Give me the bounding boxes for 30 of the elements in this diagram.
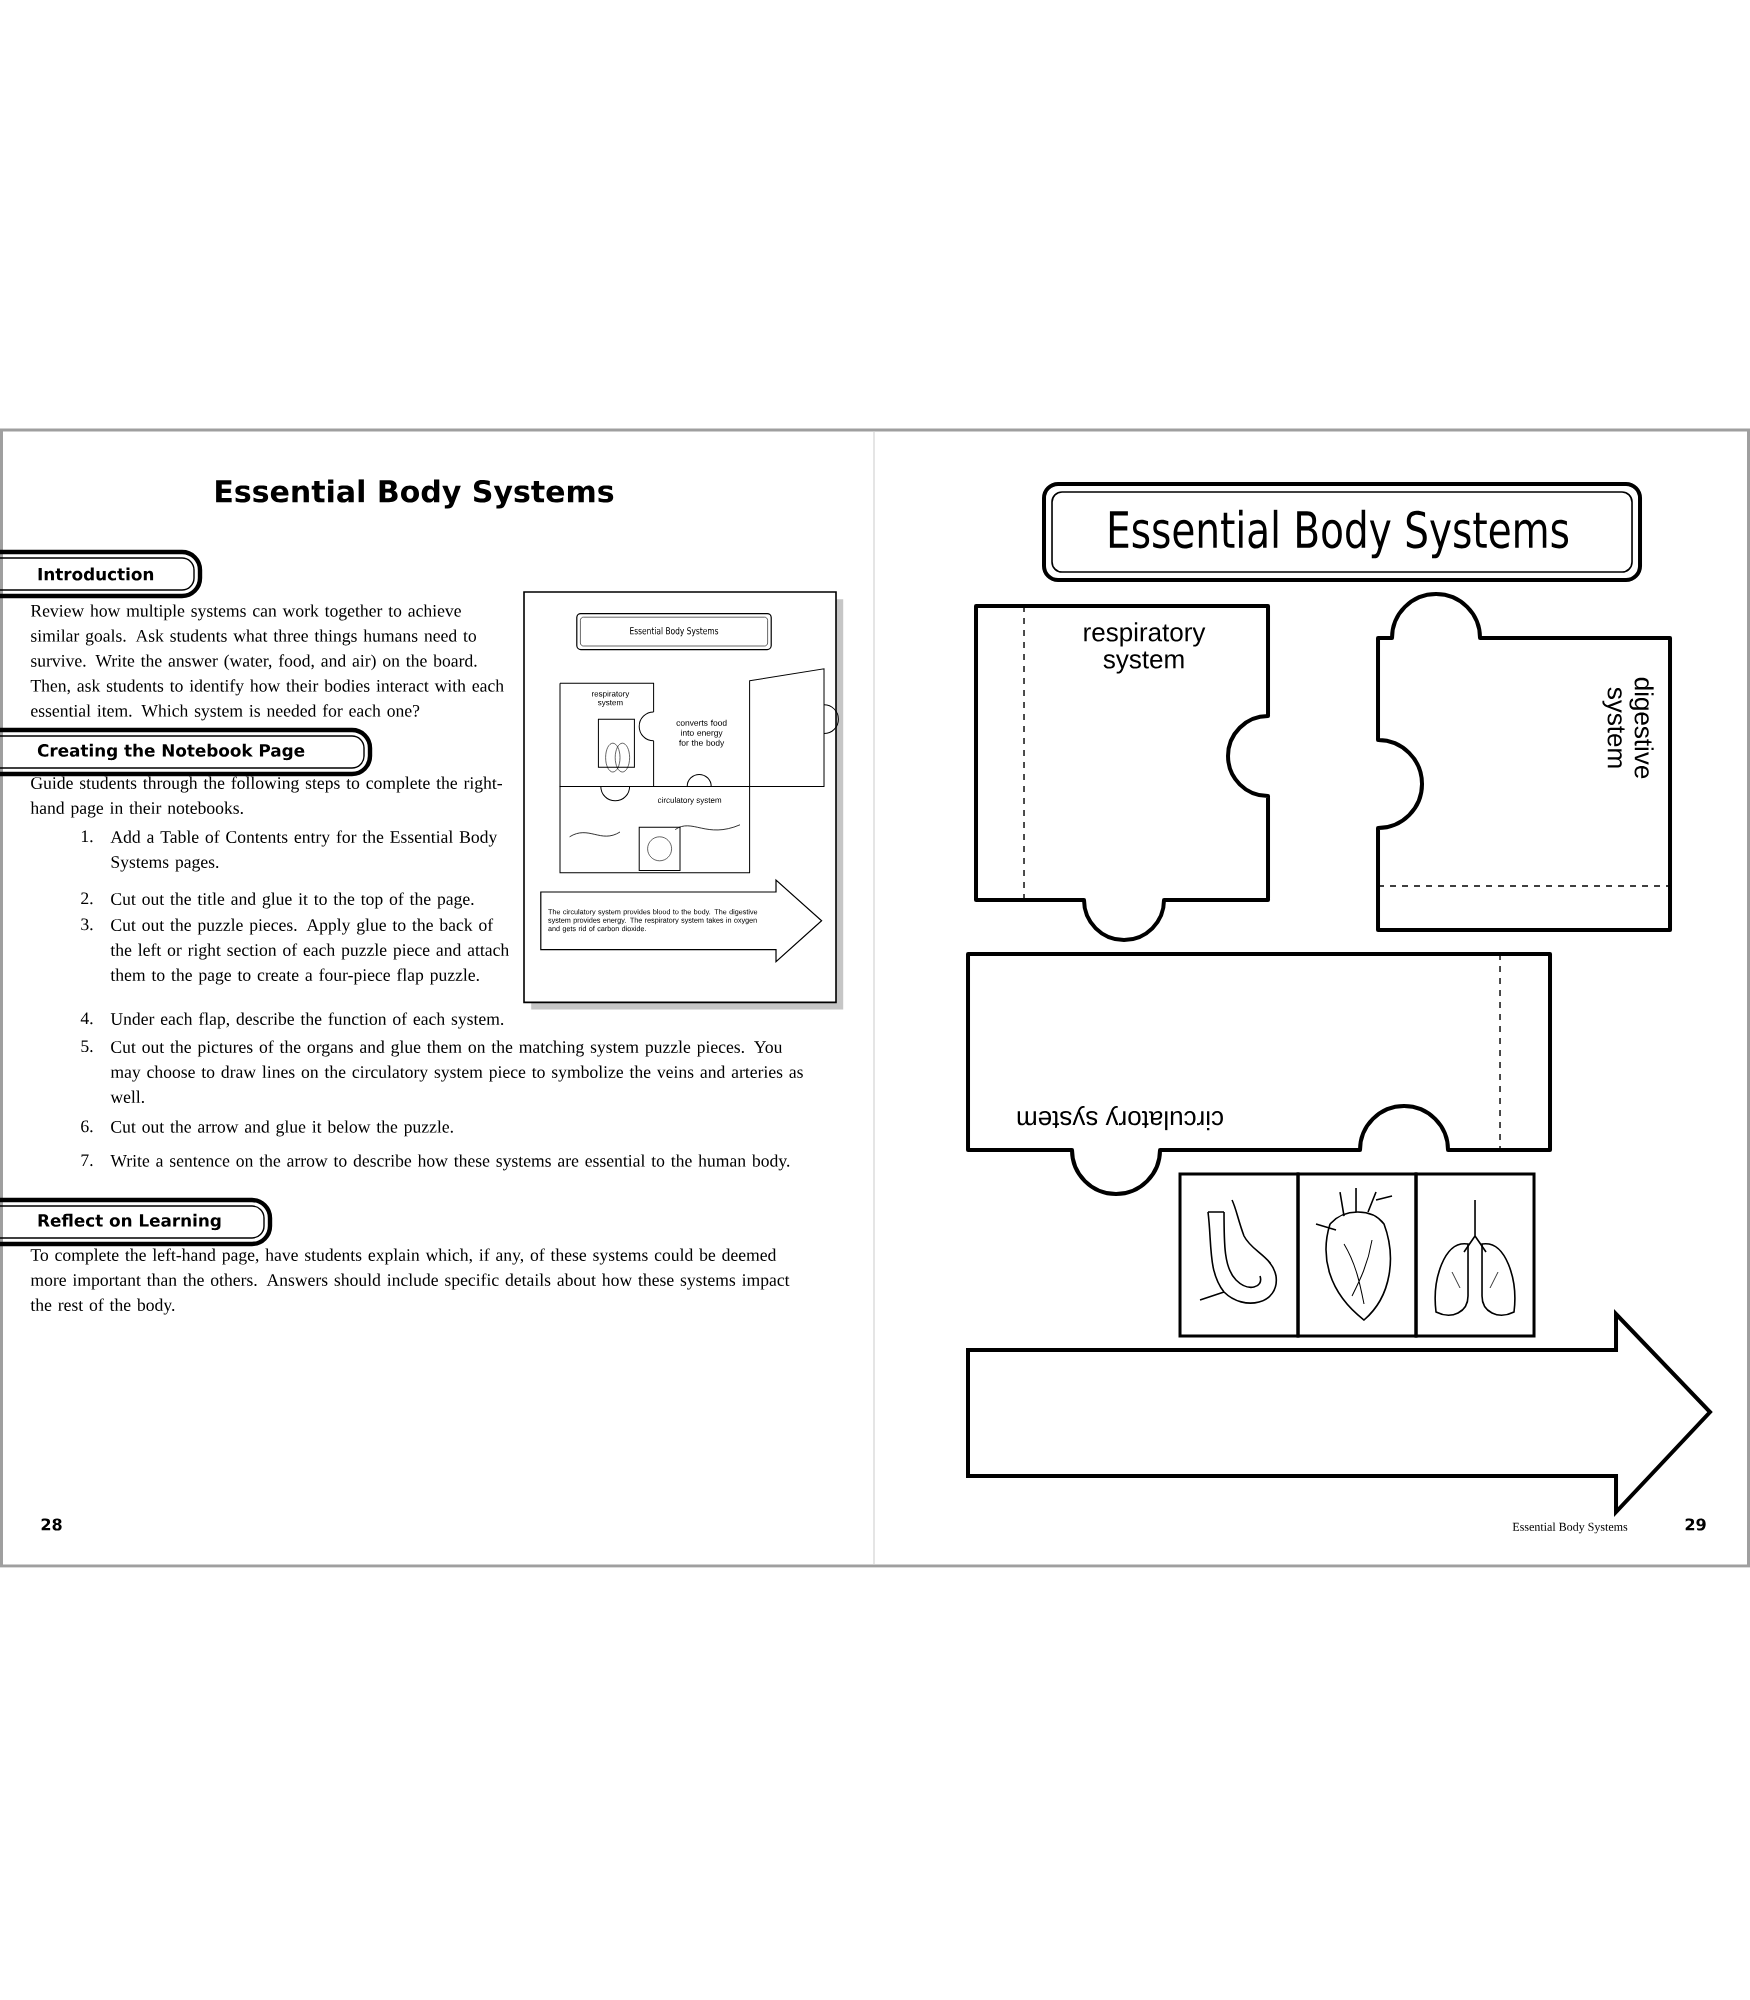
step-text: Cut out the title and glue it to the top of the page. [111,892,474,909]
step-number: 6. [81,1120,93,1133]
section-heading: Introduction [0,549,203,599]
page-title: Essential Body Systems [216,479,614,509]
stomach-picture [1178,1172,1300,1338]
page-number: 28 [41,1518,62,1531]
step-number: 5. [81,1040,93,1053]
step-text: Cut out the arrow and glue it below the puzzle. [111,1120,453,1137]
step-number: 4. [80,1012,93,1025]
step-number: 3. [81,918,93,931]
heart-picture [1296,1172,1418,1338]
puzzle-piece: digestive system [1376,592,1672,932]
step-number: 7. [81,1154,93,1167]
paragraph: To complete the left-hand page, have students explain which, if any, of these systems could be deemed more important than the others. Answers should include specific details about how these systems impact the rest of the body. [30,1248,790,1315]
step-text: Cut out the puzzle pieces. Apply glue to the back of the left or right section of each puzzle piece and attach them to the page to create a four-piece flap puzzle. [110,918,509,985]
notebook-preview [523,591,844,1010]
step-text: Cut out the pictures of the organs and glue them on the matching system puzzle pieces. You may choose to draw lines on the circulatory system piece to symbolize the veins and arteries as well. [110,1040,803,1104]
puzzle-piece: respiratory system [974,604,1270,942]
arrow-shape [966,1309,1713,1518]
step-number: 2. [81,892,93,905]
step-text: Add a Table of Contents entry for the Essential Body Systems pages. [110,830,498,872]
title-plaque: Essential Body Systems [1042,482,1642,582]
step-number: 1. [81,830,93,843]
puzzle-piece: circulatory system [966,952,1552,1196]
lungs-picture [1414,1172,1536,1338]
paragraph: Review how multiple systems can work together to achieve similar goals. Ask students what three things humans need to survive. Write the answer (water, food, and air) on the board. Then, ask students to identify how their bodies interact with each essential item. Which system is needed for each one? [30,604,504,721]
section-heading: Creating the Notebook Page [0,727,373,777]
step-text: Under each flap, describe the function of each system. [110,1012,504,1029]
section-heading: Reflect on Learning [0,1197,273,1247]
step-text: Write a sentence on the arrow to describe how these systems are essential to the human body. [110,1154,790,1171]
